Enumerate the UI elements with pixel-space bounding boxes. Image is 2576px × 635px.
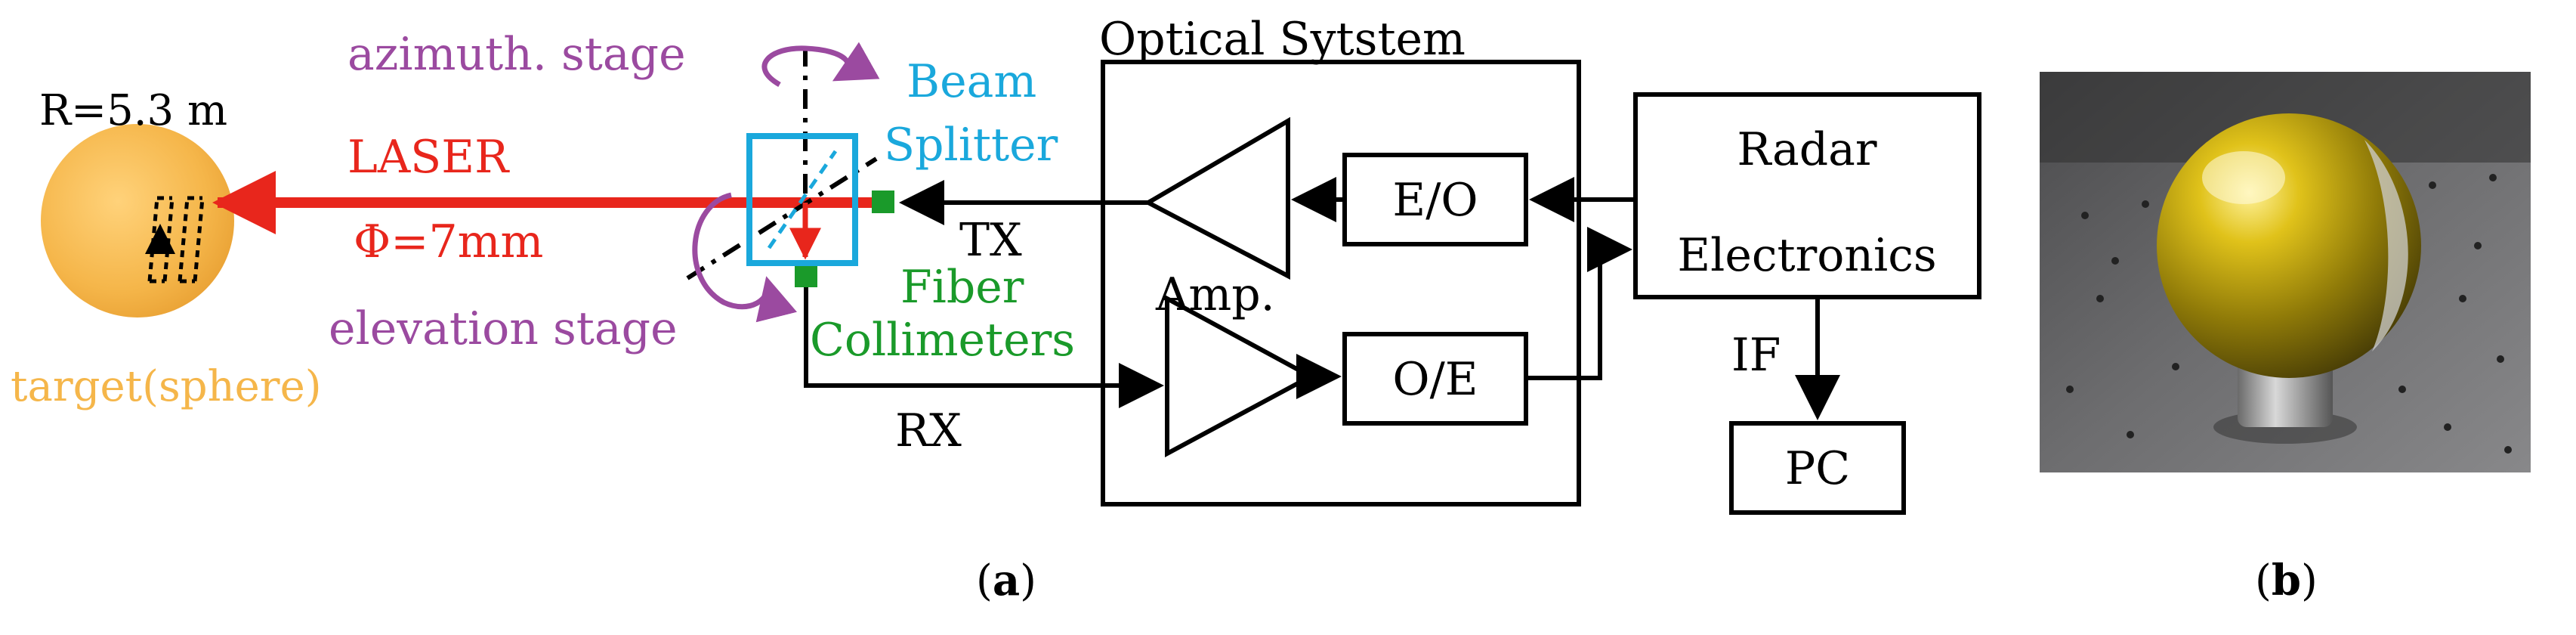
target-sphere-photo [2040, 72, 2531, 472]
oe-to-radar-line [1526, 227, 1632, 380]
target-radius-label: R=5.3 m [39, 86, 227, 135]
pc-box [1729, 421, 1906, 515]
target-sphere [41, 124, 234, 318]
eo-label: E/O [1392, 174, 1478, 227]
tx-collimator [872, 190, 894, 213]
rx-collimator [795, 266, 817, 287]
beam-splitter-box [746, 133, 858, 266]
caption-b: (b) [2255, 556, 2318, 606]
laser-diameter-label: Φ=7mm [354, 215, 543, 268]
beam-splitter-label-line2: Splitter [884, 119, 1058, 172]
breadboard-holes [2066, 174, 2512, 454]
laser-label: LASER [347, 131, 510, 184]
oe-label: O/E [1392, 353, 1478, 406]
radar-label-line2: Electronics [1677, 229, 1936, 282]
optical-system-title: Optical Sytstem [1099, 13, 1466, 66]
optical-system-box [1101, 60, 1581, 506]
pc-label: PC [1785, 442, 1850, 495]
elevation-rotation-icon [692, 192, 797, 323]
amp-label: Amp. [1155, 268, 1275, 321]
fiber-label-line2: Collimeters [810, 314, 1075, 367]
tx-label: TX [959, 214, 1022, 267]
radar-label-line1: Radar [1737, 123, 1877, 176]
rx-label: RX [895, 404, 962, 457]
if-label: IF [1731, 329, 1781, 382]
fiber-label-line1: Fiber [900, 261, 1024, 314]
beam-splitter-label-line1: Beam [907, 55, 1036, 108]
azimuth-rotation-icon [761, 42, 880, 88]
elevation-stage-label: elevation stage [329, 302, 678, 355]
radar-electronics-box [1633, 92, 1981, 299]
elevation-axis [686, 156, 878, 280]
rx-line [804, 287, 1164, 408]
tx-amplifier [1143, 116, 1290, 280]
beam-splitter-mirror [767, 150, 838, 249]
azimuth-stage-label: azimuth. stage [347, 28, 686, 81]
target-name-label: target(sphere) [11, 362, 322, 411]
rx-amplifier [1165, 294, 1316, 458]
caption-a: (a) [976, 556, 1037, 606]
